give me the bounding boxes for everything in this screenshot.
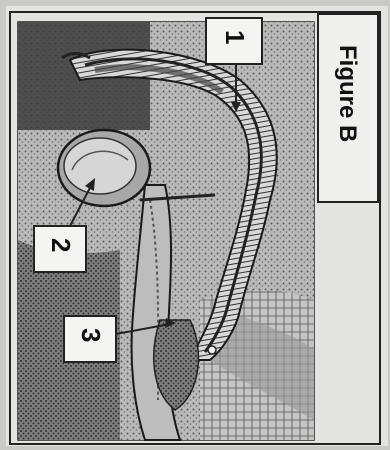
figure-title: Figure B — [334, 45, 361, 142]
label-3-text: 3 — [76, 328, 106, 342]
small-node — [208, 346, 216, 354]
label-2-text: 2 — [46, 238, 76, 252]
label-1-text: 1 — [220, 30, 250, 44]
